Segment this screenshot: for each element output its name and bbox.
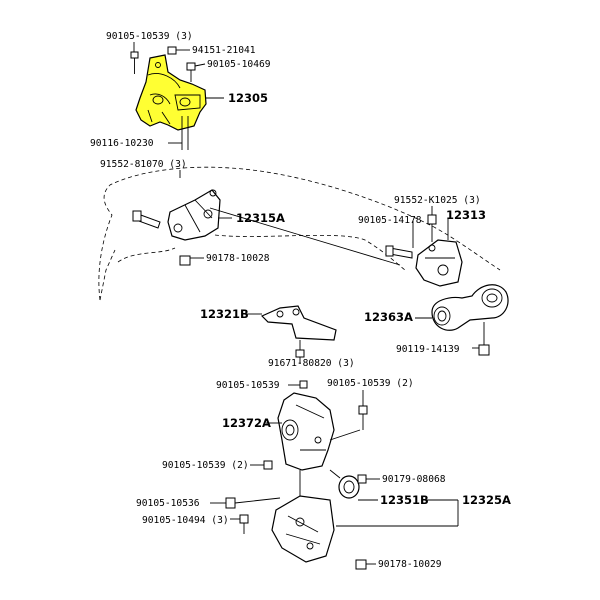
bracket-12315A[interactable] xyxy=(167,189,221,241)
bolt-90105-10469[interactable] xyxy=(186,62,196,82)
label-90105-10469: 90105-10469 xyxy=(207,59,271,70)
bolt-90116-10230[interactable] xyxy=(181,116,189,150)
label-90105-14178: 90105-14178 xyxy=(358,215,422,226)
engine-mount-12305[interactable] xyxy=(135,54,207,131)
label-90178-10028: 90178-10028 xyxy=(206,253,270,264)
label-90178-10029: 90178-10029 xyxy=(378,559,442,570)
bolt-90105-10539-mid[interactable] xyxy=(299,380,308,389)
part-labels: 90105-10539 (3) 94151-21041 90105-10469 … xyxy=(90,31,511,570)
bolt-90105-10494[interactable] xyxy=(239,514,249,534)
label-12313: 12313 xyxy=(446,208,486,222)
bolt-91552-81070[interactable] xyxy=(132,210,161,229)
label-90105-10539-3: 90105-10539 (3) xyxy=(106,31,193,42)
nut-90179-08068[interactable] xyxy=(357,474,367,484)
bolt-91671-80820[interactable] xyxy=(295,340,305,358)
label-90116-10230: 90116-10230 xyxy=(90,138,154,149)
bolt-91552-K1025[interactable] xyxy=(427,214,437,242)
label-12363A: 12363A xyxy=(364,310,413,324)
label-12315A: 12315A xyxy=(236,211,285,225)
bolt-90105-10539-2-right[interactable] xyxy=(358,405,368,430)
engine-outline xyxy=(98,166,501,301)
label-90105-10539-2a: 90105-10539 (2) xyxy=(327,378,414,389)
bushing-12351B[interactable] xyxy=(338,475,360,499)
label-90105-10539-2b: 90105-10539 (2) xyxy=(162,460,249,471)
label-90105-10539-a: 90105-10539 xyxy=(216,380,280,391)
label-91671-80820-3: 91671-80820 (3) xyxy=(268,358,355,369)
bolt-90105-10539-2-left[interactable] xyxy=(263,460,273,470)
mount-12325A[interactable] xyxy=(271,495,335,563)
bracket-12321B[interactable] xyxy=(260,305,337,341)
leader-lines xyxy=(133,42,479,565)
label-12325A: 12325A xyxy=(462,493,511,507)
nut-90178-10028[interactable] xyxy=(179,255,191,266)
label-12351B: 12351B xyxy=(380,493,429,507)
label-12372A: 12372A xyxy=(222,416,271,430)
bolt-90105-14178[interactable] xyxy=(385,245,413,259)
torque-rod-12363A[interactable] xyxy=(431,284,509,331)
bracket-12313[interactable] xyxy=(415,239,463,287)
nut-90178-10029[interactable] xyxy=(355,559,367,570)
bolt-90105-10539-top[interactable] xyxy=(130,51,139,74)
bracket-12372A[interactable] xyxy=(277,392,335,471)
nut-94151-21041[interactable] xyxy=(167,46,177,55)
label-94151-21041: 94151-21041 xyxy=(192,45,256,56)
bolt-90119-14139[interactable] xyxy=(478,322,490,356)
label-90119-14139: 90119-14139 xyxy=(396,344,460,355)
label-91552-K1025-3: 91552-K1025 (3) xyxy=(394,195,481,206)
bolt-90105-10536[interactable] xyxy=(225,497,281,509)
label-12305: 12305 xyxy=(228,91,268,105)
label-91552-81070-3: 91552-81070 (3) xyxy=(100,159,187,170)
label-12321B: 12321B xyxy=(200,307,249,321)
label-90105-10536: 90105-10536 xyxy=(136,498,200,509)
label-90105-10494-3: 90105-10494 (3) xyxy=(142,515,229,526)
label-90179-08068: 90179-08068 xyxy=(382,474,446,485)
